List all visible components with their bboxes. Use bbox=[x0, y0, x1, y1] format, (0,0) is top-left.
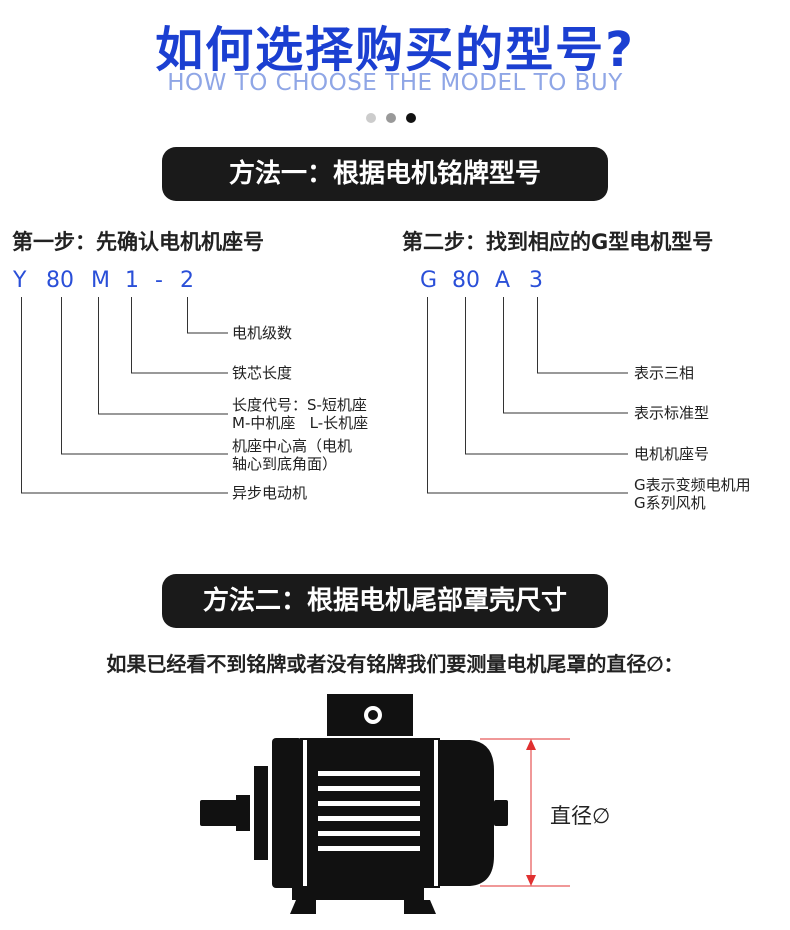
code2-part-80: 80 bbox=[452, 268, 480, 293]
code2-part-a: A bbox=[495, 268, 511, 293]
step1-heading: 第一步：先确认电机机座号 bbox=[12, 230, 264, 254]
cooling-fin bbox=[318, 771, 420, 776]
cooling-fin bbox=[318, 846, 420, 851]
label-frame-height-2: 轴心到底角面） bbox=[232, 455, 338, 473]
dimension-arrow-top bbox=[526, 739, 536, 750]
code2-part-g: G bbox=[420, 268, 438, 293]
method1-title: 方法一：根据电机铭牌型号 bbox=[162, 147, 608, 201]
line-poles bbox=[187, 297, 228, 334]
shaft-collar bbox=[236, 795, 250, 831]
motor-base bbox=[292, 886, 424, 900]
line-length-code bbox=[98, 297, 228, 415]
label-length-code-2: M-中机座 L-长机座 bbox=[232, 414, 369, 432]
diameter-label: 直径∅ bbox=[550, 804, 611, 828]
page-subtitle: HOW TO CHOOSE THE MODEL TO BUY bbox=[167, 70, 623, 96]
pager-dot-3[interactable] bbox=[406, 113, 416, 123]
motor-shaft bbox=[200, 800, 246, 826]
line-async bbox=[21, 297, 228, 494]
left-foot bbox=[290, 900, 316, 914]
label-poles: 电机级数 bbox=[232, 324, 293, 342]
code1-part-80: 80 bbox=[46, 268, 74, 293]
code1-part-m: M bbox=[91, 268, 110, 293]
body-seam-left bbox=[303, 740, 307, 886]
front-flange bbox=[254, 766, 268, 860]
cooling-fin bbox=[318, 801, 420, 806]
rear-nub bbox=[494, 800, 508, 826]
step2-heading: 第二步：找到相应的G型电机型号 bbox=[402, 230, 714, 254]
line-core-length bbox=[131, 297, 228, 374]
motor-body bbox=[300, 738, 440, 888]
label-g-type-1: G表示变频电机用 bbox=[634, 476, 751, 494]
code1-part-dash: - bbox=[155, 268, 163, 293]
page-title: 如何选择购买的型号? bbox=[155, 22, 635, 78]
label-async: 异步电动机 bbox=[232, 484, 308, 502]
label-three-phase: 表示三相 bbox=[634, 364, 695, 382]
method2-title: 方法二：根据电机尾部罩壳尺寸 bbox=[162, 574, 608, 628]
label-frame-height-1: 机座中心高（电机 bbox=[232, 437, 353, 455]
right-foot bbox=[404, 900, 436, 914]
line-frame-no bbox=[465, 297, 628, 455]
diameter-dimension bbox=[480, 738, 570, 887]
body-seam-right bbox=[434, 740, 438, 886]
code1-part-2: 2 bbox=[180, 268, 194, 293]
line-frame-height bbox=[61, 297, 228, 455]
pager-dot-2[interactable] bbox=[386, 113, 396, 123]
line-g-type bbox=[427, 297, 628, 494]
code1-part-y: Y bbox=[13, 268, 27, 293]
cooling-fin bbox=[318, 786, 420, 791]
front-end-cap bbox=[272, 738, 302, 888]
label-frame-no: 电机机座号 bbox=[634, 445, 710, 463]
label-standard: 表示标准型 bbox=[634, 404, 710, 422]
cooling-fin bbox=[318, 816, 420, 821]
cooling-fin bbox=[318, 831, 420, 836]
code1-part-1: 1 bbox=[125, 268, 139, 293]
rear-cover bbox=[438, 740, 494, 886]
label-g-type-2: G系列风机 bbox=[634, 494, 706, 512]
code2-part-3: 3 bbox=[529, 268, 543, 293]
dimension-arrow-bottom bbox=[526, 875, 536, 886]
label-length-code-1: 长度代号：S-短机座 bbox=[232, 396, 367, 414]
line-standard bbox=[503, 297, 628, 414]
label-core-length: 铁芯长度 bbox=[232, 364, 293, 382]
line-three-phase bbox=[537, 297, 628, 374]
method2-intro: 如果已经看不到铭牌或者没有铭牌我们要测量电机尾罩的直径∅： bbox=[106, 652, 684, 676]
pager-dot-1[interactable] bbox=[366, 113, 376, 123]
